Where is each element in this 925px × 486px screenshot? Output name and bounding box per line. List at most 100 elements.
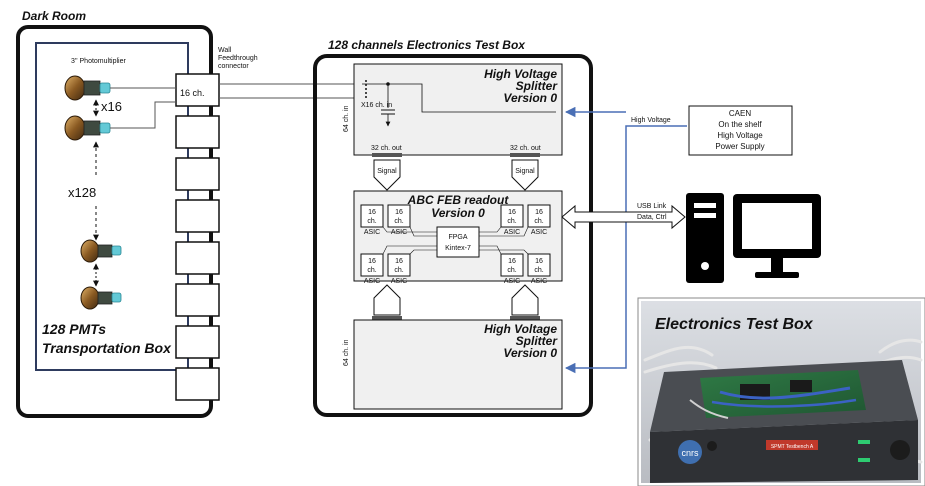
- pmt-box-title-line2: Transportation Box: [42, 340, 172, 356]
- hv-splitter-bottom-title-1: High Voltage: [484, 322, 557, 336]
- out-connector-left: [372, 153, 402, 157]
- asic-channel-label: 16: [535, 258, 543, 265]
- asic-channel-label: 16: [368, 258, 376, 265]
- asic-channel-label: 16: [368, 209, 376, 216]
- asic-chip: 16 ch. ASIC: [527, 253, 551, 285]
- asic-channel-label: ch.: [534, 267, 543, 274]
- multiplicity-16-label: x16: [101, 99, 122, 114]
- hv-connection-label: High Voltage: [631, 117, 671, 124]
- hv-splitter-bottom-title-2: Splitter: [516, 334, 559, 348]
- asic-fpga-link: [479, 249, 529, 255]
- feb-title-2: Version 0: [431, 206, 485, 220]
- usb-label-2: Data, Ctrl: [637, 214, 667, 221]
- pmt-2: [64, 115, 111, 141]
- splitter-out-right: 32 ch. out: [510, 145, 541, 152]
- usb-label-1: USB Link: [637, 203, 667, 210]
- hv-splitter-top-title-2: Splitter: [516, 79, 559, 93]
- asic-channel-label: 16: [508, 258, 516, 265]
- asic-fpga-link: [382, 245, 437, 255]
- pmt-1: [64, 75, 111, 101]
- asic-fpga-link: [479, 245, 502, 255]
- asic-label: ASIC: [504, 229, 520, 236]
- asic-chip: 16 ch. ASIC: [360, 253, 384, 285]
- electronics-test-box-photo: cnrs SPMT Testbench A: [637, 297, 925, 486]
- fpga-model-label: Kintex-7: [445, 245, 471, 252]
- asic-label: ASIC: [531, 278, 547, 285]
- asic-fpga-link: [409, 249, 437, 255]
- asic-label: ASIC: [504, 278, 520, 285]
- return-arrow-right: [511, 284, 539, 316]
- power-supply-line-1: CAEN: [729, 109, 751, 118]
- return-arrow-left: [373, 284, 401, 316]
- asic-label: ASIC: [391, 229, 407, 236]
- asic-fpga-link: [479, 226, 502, 233]
- asic-fpga-link: [382, 226, 437, 233]
- splitter-out-left: 32 ch. out: [371, 145, 402, 152]
- usb-link-arrow: [561, 204, 686, 230]
- asic-label: ASIC: [531, 229, 547, 236]
- out-connector-right: [510, 153, 540, 157]
- pmt-box-title-line1: 128 PMTs: [42, 321, 106, 337]
- asic-channel-label: 16: [395, 258, 403, 265]
- signal-arrow-right: [511, 159, 539, 191]
- pmt-3: [80, 239, 122, 263]
- photo-title: Electronics Test Box: [655, 316, 814, 333]
- asic-channel-label: 16: [395, 209, 403, 216]
- asic-fpga-links: [382, 226, 529, 255]
- dark-room-title: Dark Room: [22, 9, 86, 23]
- asic-chips: 16 ch. ASIC 16 ch. ASIC 16 ch. ASIC 16 ch. ASIC 16 ch…: [360, 204, 551, 285]
- asic-label: ASIC: [364, 278, 380, 285]
- photomultiplier-label: 3'' Photomultiplier: [71, 58, 126, 65]
- asic-fpga-link: [479, 226, 529, 237]
- in-connector-left: [372, 316, 402, 320]
- pmt-2-cable: [110, 101, 176, 129]
- multiplicity-128-label: x128: [68, 185, 96, 200]
- feedthrough-label-1: Wall: [218, 47, 232, 54]
- signal-label-left: Signal: [377, 168, 397, 175]
- asic-channel-label: 16: [535, 209, 543, 216]
- asic-channel-label: ch.: [394, 218, 403, 225]
- hv-splitter-top-title-1: High Voltage: [484, 67, 557, 81]
- signal-arrow-left: [373, 159, 401, 191]
- power-supply-line-3: High Voltage: [717, 131, 763, 140]
- asic-chip: 16 ch. ASIC: [527, 204, 551, 236]
- asic-channel-label: ch.: [507, 218, 516, 225]
- hv-splitter-top-title-3: Version 0: [503, 91, 557, 105]
- caen-power-supply: [688, 105, 793, 156]
- feedthrough-connectors: [175, 73, 220, 401]
- x16-channel-in-label: X16 ch. in: [361, 102, 392, 109]
- asic-channel-label: ch.: [367, 267, 376, 274]
- power-supply-line-2: On the shelf: [718, 120, 762, 129]
- hv-splitter-bottom: [353, 319, 563, 410]
- signal-label-right: Signal: [515, 168, 535, 175]
- asic-channel-label: ch.: [367, 218, 376, 225]
- test-box-title: 128 channels Electronics Test Box: [328, 38, 526, 52]
- feedthrough-label-3: connector: [218, 63, 249, 70]
- feb-title-1: ABC FEB readout: [407, 193, 510, 207]
- asic-chip: 16 ch. ASIC: [500, 204, 524, 236]
- fpga-label: FPGA: [448, 234, 467, 241]
- asic-label: ASIC: [364, 229, 380, 236]
- fpga-chip: [436, 226, 480, 258]
- asic-channel-label: ch.: [534, 218, 543, 225]
- hv-line-bottom: [564, 125, 687, 374]
- asic-label: ASIC: [391, 278, 407, 285]
- asic-channel-label: ch.: [394, 267, 403, 274]
- asic-fpga-link: [409, 226, 437, 237]
- electronics-test-box: [313, 54, 593, 417]
- photo-sticker-text: SPMT Testbench A: [771, 444, 814, 450]
- asic-chip: 16 ch. ASIC: [387, 253, 411, 285]
- splitter-hv-wire: [388, 83, 556, 113]
- in-connector-right: [510, 316, 540, 320]
- hv-splitter-bottom-ch-in: 64 ch. in: [343, 339, 350, 366]
- feedthrough-channel-label: 16 ch.: [180, 88, 205, 98]
- asic-chip: 16 ch. ASIC: [360, 204, 384, 236]
- desktop-computer-icon: [686, 193, 821, 283]
- asic-chip: 16 ch. ASIC: [387, 204, 411, 236]
- asic-channel-label: 16: [508, 209, 516, 216]
- feedthrough-label-2: Feedthrough: [218, 55, 258, 62]
- hv-splitter-bottom-title-3: Version 0: [503, 346, 557, 360]
- power-supply-line-4: Power Supply: [715, 142, 764, 151]
